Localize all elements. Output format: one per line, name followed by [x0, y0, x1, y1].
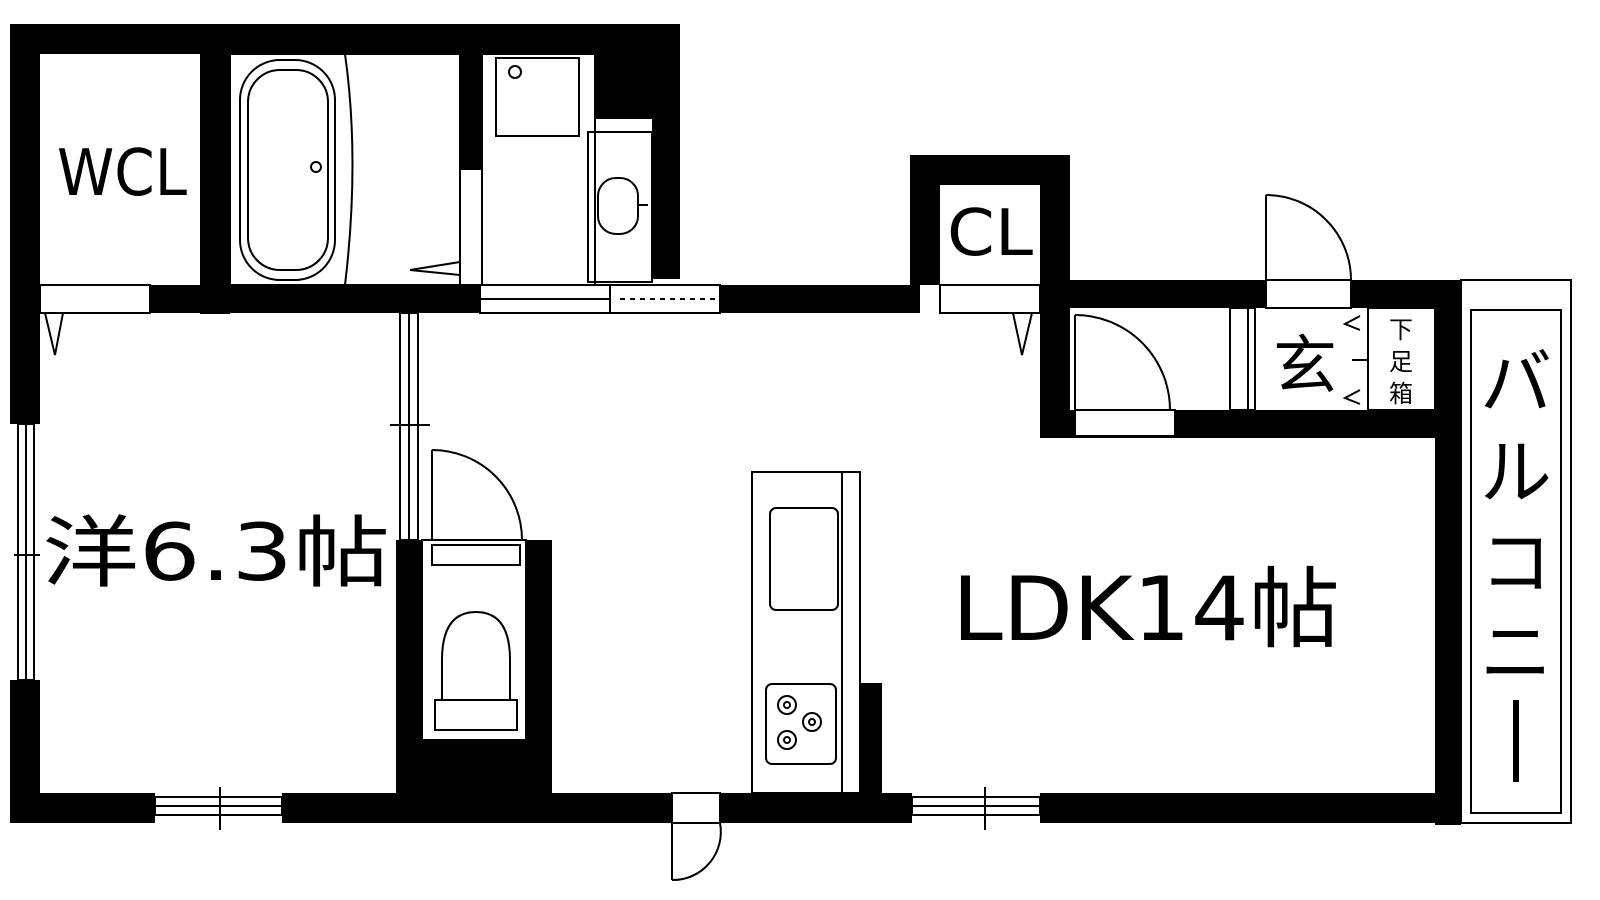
shoe-box-char-3: 箱 [1389, 380, 1413, 408]
toilet [421, 539, 527, 741]
shoe-box-char-1: 下 [1389, 316, 1413, 344]
ldk-label: LDK14帖 [952, 558, 1340, 661]
balcony-label: バ ル コ ニ [1480, 341, 1552, 695]
balcony-char-2: ル [1480, 431, 1552, 515]
shoe-box-label: 下 足 箱 [1389, 316, 1413, 408]
balcony-char-3: コ [1480, 521, 1552, 605]
entrance-label: 玄 [1273, 330, 1337, 404]
balcony-char-4: ニ [1480, 611, 1552, 695]
kitchen-counter [751, 471, 861, 794]
balcony-char-5-mark [1513, 700, 1519, 782]
western-room-label: 洋6.3帖 [42, 509, 390, 599]
washroom-fixtures [409, 53, 653, 286]
doors [39, 194, 1436, 882]
bathtub [229, 53, 461, 286]
windows [14, 312, 1041, 830]
wcl-label: WCL [57, 137, 187, 211]
shoe-box-char-2: 足 [1389, 348, 1413, 376]
balcony-char-1: バ [1480, 341, 1552, 425]
cl-label: CL [947, 197, 1033, 271]
walls [10, 24, 1461, 825]
